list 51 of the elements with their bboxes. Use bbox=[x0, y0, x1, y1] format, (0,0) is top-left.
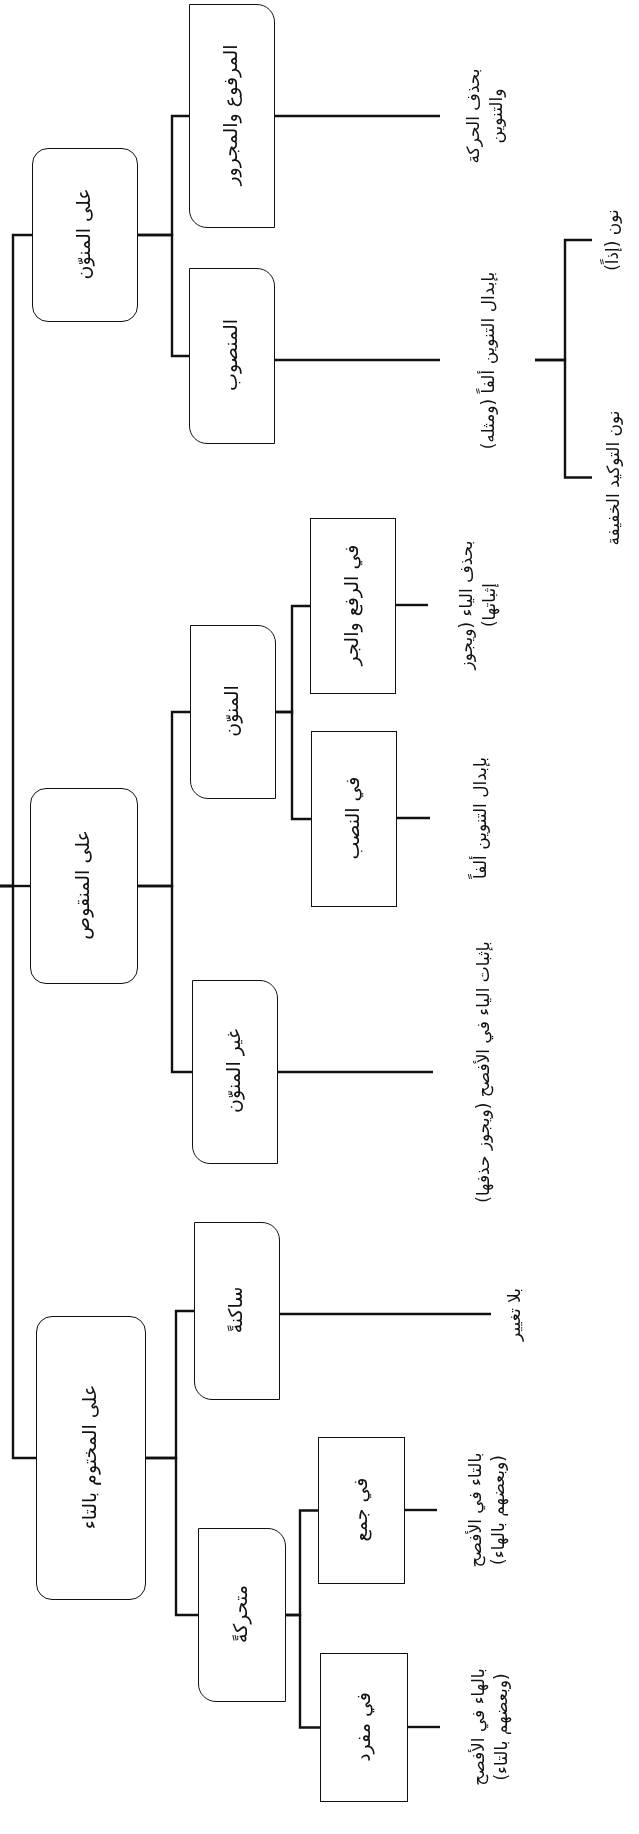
connector-line bbox=[0, 884, 36, 1460]
box-label: متحركةً bbox=[228, 1584, 253, 1646]
connector-line bbox=[276, 710, 311, 821]
rule-text: نون (إذاً) bbox=[592, 170, 632, 310]
connector-line bbox=[396, 603, 428, 607]
box-label: في مفرد bbox=[350, 1691, 376, 1764]
connector-line bbox=[278, 1070, 433, 1074]
box-label: ساكنةً bbox=[223, 1286, 248, 1336]
box-label: المرفوع والمجرور bbox=[218, 43, 243, 189]
connector-line bbox=[405, 1508, 437, 1512]
connector-line bbox=[138, 884, 192, 1074]
box-label: على المختوم بالتاء bbox=[77, 1384, 102, 1532]
subcategory-box bbox=[192, 980, 278, 1164]
box-label: على المنقوص bbox=[70, 829, 95, 943]
category-box bbox=[30, 788, 138, 984]
box-label: في النصب bbox=[340, 775, 365, 862]
connector-line bbox=[275, 114, 440, 118]
rule-text: بالتاء في الأفصح (وبعضهم بالهاء) bbox=[437, 1420, 537, 1600]
rule-text: بإبدال التنوين ألفاً bbox=[430, 745, 530, 891]
connector-line bbox=[286, 1613, 320, 1729]
connector-line bbox=[397, 816, 430, 820]
subcategory-box bbox=[189, 4, 275, 228]
connector-line bbox=[280, 1312, 491, 1316]
case-box bbox=[310, 518, 396, 694]
connector-line bbox=[138, 233, 189, 358]
subcategory-box bbox=[194, 1222, 280, 1400]
case-box bbox=[320, 1653, 408, 1802]
case-box bbox=[318, 1437, 405, 1584]
rule-text: بإثبات الياء في الأفصح (ويجوز حذفها) bbox=[433, 930, 533, 1214]
subcategory-box bbox=[189, 268, 275, 444]
rule-text: بلا تغيير bbox=[491, 1264, 536, 1364]
box-label: المنصوب bbox=[218, 318, 243, 394]
box-label: المنوّن bbox=[219, 684, 244, 740]
connector-line bbox=[408, 1725, 440, 1729]
subcategory-box bbox=[190, 625, 276, 799]
connector-line bbox=[535, 358, 592, 479]
rule-text: بالهاء في الأفصح (وبعضهم بالتاء) bbox=[440, 1637, 540, 1817]
connector-line bbox=[146, 1456, 198, 1617]
box-label: في الرفع والجر bbox=[339, 544, 364, 669]
connector-line bbox=[275, 358, 440, 362]
rule-text: بحذف الياء (ويجوز إثباتها) bbox=[428, 530, 528, 680]
category-box bbox=[36, 1316, 146, 1600]
rule-text: نون التوكيد الخفيفة bbox=[592, 380, 632, 575]
category-box bbox=[32, 148, 138, 322]
box-label: على المنوّن bbox=[71, 187, 96, 282]
rule-text: بحذف الحركة والتنوين bbox=[440, 46, 530, 186]
rule-text: بإبدال التنوين ألفاً (ومثله) bbox=[440, 262, 535, 458]
box-label: غير المنوّن bbox=[221, 1028, 246, 1116]
subcategory-box bbox=[198, 1528, 286, 1702]
box-label: في جمع bbox=[348, 1477, 373, 1544]
case-box bbox=[311, 731, 397, 907]
